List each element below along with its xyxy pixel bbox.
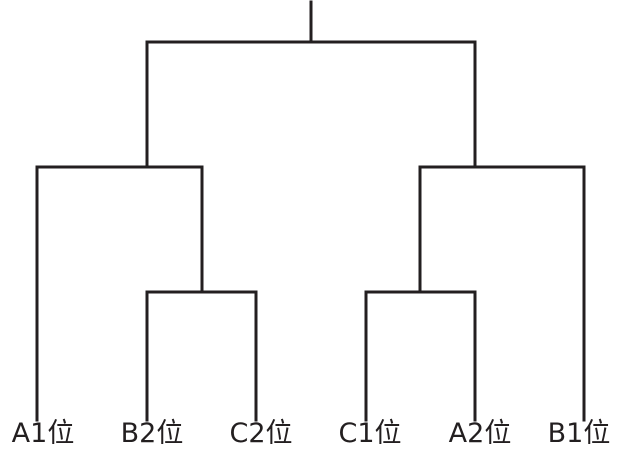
match-b2-c2-connector xyxy=(145,290,258,422)
seed-label-c1: C1位 xyxy=(338,418,402,449)
semi-right-connector xyxy=(418,165,586,422)
semi-left-connector xyxy=(35,165,204,422)
final-connector xyxy=(145,40,477,167)
seed-label-a1: A1位 xyxy=(11,418,75,449)
seed-label-b1: B1位 xyxy=(547,418,611,449)
seed-label-b2: B2位 xyxy=(120,418,184,449)
seed-label-a2: A2位 xyxy=(448,418,512,449)
seed-label-c2: C2位 xyxy=(229,418,293,449)
match-c1-a2-connector xyxy=(364,290,477,422)
